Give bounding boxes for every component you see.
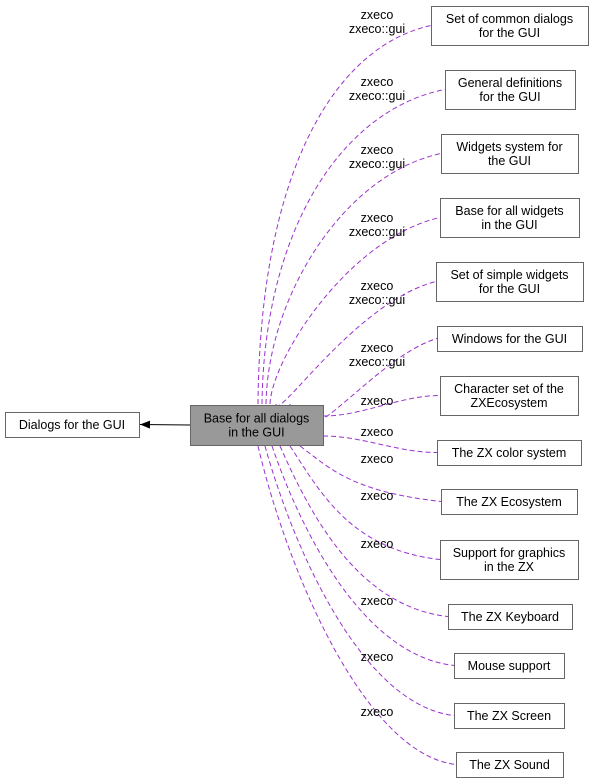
node-dialogs-for-the-gui-label-line: Dialogs for the GUI <box>19 418 125 432</box>
edge-widgets-system-for-the-gui <box>265 153 442 405</box>
node-the-zx-keyboard-label-line: The ZX Keyboard <box>461 610 559 624</box>
edge-character-set-of-the-zxecosystem <box>322 395 441 417</box>
node-support-for-graphics-in-the-zx-label-line: Support for graphics <box>453 546 566 560</box>
node-widgets-system-for-the-gui-label-line: the GUI <box>488 154 531 168</box>
node-the-zx-screen[interactable]: The ZX Screen <box>454 703 565 729</box>
node-the-zx-screen-box[interactable] <box>454 703 565 729</box>
edge-namespace-label: zxeco::gui <box>349 355 405 369</box>
node-set-of-common-dialogs-for-the-gui-label-line: Set of common dialogs <box>446 12 573 26</box>
node-the-zx-sound[interactable]: The ZX Sound <box>456 752 564 778</box>
node-set-of-simple-widgets-for-the-gui-label-line: for the GUI <box>479 282 540 296</box>
node-windows-for-the-gui-box[interactable] <box>437 326 583 352</box>
edge-namespace-label: zxeco <box>361 537 394 551</box>
edge-general-definitions-for-the-gui <box>261 89 446 405</box>
node-windows-for-the-gui[interactable]: Windows for the GUI <box>437 326 583 352</box>
node-base-for-all-widgets-in-the-gui-label-line: Base for all widgets <box>455 204 563 218</box>
edge-namespace-label: zxeco <box>361 705 394 719</box>
node-character-set-of-the-zxecosystem-label-line: Character set of the <box>454 382 564 396</box>
node-widgets-system-for-the-gui-label-line: Widgets system for <box>456 140 562 154</box>
node-base-for-all-dialogs-label-line: Base for all dialogs <box>204 412 310 426</box>
edge-mouse-support <box>271 445 455 666</box>
node-the-zx-ecosystem[interactable]: The ZX Ecosystem <box>441 489 578 515</box>
edge-set-of-simple-widgets-for-the-gui <box>275 281 437 407</box>
edge-support-for-graphics-in-the-zx <box>289 445 441 560</box>
node-the-zx-color-system-box[interactable] <box>437 440 582 466</box>
node-the-zx-color-system-label-line: The ZX color system <box>452 446 567 460</box>
node-mouse-support-box[interactable] <box>454 653 565 679</box>
node-the-zx-color-system[interactable]: The ZX color system <box>437 440 582 466</box>
node-windows-for-the-gui-label-line: Windows for the GUI <box>452 332 567 346</box>
node-the-zx-sound-label-line: The ZX Sound <box>469 758 550 772</box>
edge-namespace-label: zxeco::gui <box>349 89 405 103</box>
node-mouse-support-label-line: Mouse support <box>468 659 551 673</box>
node-general-definitions-for-the-gui-label-line: for the GUI <box>479 90 540 104</box>
node-general-definitions-for-the-gui-box[interactable] <box>445 70 576 110</box>
edge-base-for-all-widgets-in-the-gui <box>269 217 441 405</box>
edge-namespace-label: zxeco <box>361 489 394 503</box>
node-widgets-system-for-the-gui-box[interactable] <box>441 134 579 174</box>
edge-namespace-label: zxeco::gui <box>349 225 405 239</box>
node-the-zx-keyboard[interactable]: The ZX Keyboard <box>448 604 573 630</box>
node-dialogs-for-the-gui-box[interactable] <box>5 412 140 438</box>
node-base-for-all-dialogs-box[interactable] <box>190 405 324 446</box>
node-dialogs-for-the-gui[interactable]: Dialogs for the GUI <box>5 412 140 438</box>
parent-edge <box>139 420 191 429</box>
edge-namespace-label: zxeco <box>361 279 394 293</box>
edge-the-zx-color-system <box>322 435 438 453</box>
edge-namespace-label: zxeco::gui <box>349 157 405 171</box>
edge-the-zx-keyboard <box>279 445 449 617</box>
node-the-zx-ecosystem-label-line: The ZX Ecosystem <box>456 495 562 509</box>
edge-namespace-label: zxeco <box>361 650 394 664</box>
edge-the-zx-sound <box>257 445 457 765</box>
edge-namespace-label: zxeco::gui <box>349 293 405 307</box>
edge-namespace-label: zxeco <box>361 425 394 439</box>
edge-namespace-label: zxeco <box>361 341 394 355</box>
node-character-set-of-the-zxecosystem-label-line: ZXEcosystem <box>470 396 547 410</box>
node-the-zx-screen-label-line: The ZX Screen <box>467 709 551 723</box>
edge-namespace-label: zxeco <box>361 143 394 157</box>
node-the-zx-keyboard-box[interactable] <box>448 604 573 630</box>
edge-the-zx-screen <box>264 445 455 716</box>
edge-the-zx-ecosystem <box>299 445 442 502</box>
edge-namespace-label: zxeco <box>361 452 394 466</box>
node-base-for-all-dialogs-label-line: in the GUI <box>228 426 284 440</box>
edge-namespace-label: zxeco <box>361 211 394 225</box>
edge-namespace-label: zxeco <box>361 394 394 408</box>
node-mouse-support[interactable]: Mouse support <box>454 653 565 679</box>
node-set-of-simple-widgets-for-the-gui-box[interactable] <box>436 262 584 302</box>
edge-namespace-label: zxeco <box>361 594 394 608</box>
node-set-of-common-dialogs-for-the-gui-label-line: for the GUI <box>479 26 540 40</box>
edge-set-of-common-dialogs-for-the-gui <box>257 25 432 405</box>
node-set-of-common-dialogs-for-the-gui-box[interactable] <box>431 6 589 46</box>
node-support-for-graphics-in-the-zx-label-line: in the ZX <box>484 560 535 574</box>
edge-namespace-label: zxeco::gui <box>349 22 405 36</box>
member-edges: zxecozxeco::guizxecozxeco::guizxecozxeco… <box>139 8 457 765</box>
node-character-set-of-the-zxecosystem-box[interactable] <box>440 376 579 416</box>
node-base-for-all-widgets-in-the-gui-box[interactable] <box>440 198 580 238</box>
node-the-zx-ecosystem-box[interactable] <box>441 489 578 515</box>
node-general-definitions-for-the-gui-label-line: General definitions <box>458 76 562 90</box>
edge-namespace-label: zxeco <box>361 75 394 89</box>
node-base-for-all-widgets-in-the-gui-label-line: in the GUI <box>481 218 537 232</box>
node-the-zx-sound-box[interactable] <box>456 752 564 778</box>
edge-namespace-label: zxeco <box>361 8 394 22</box>
node-support-for-graphics-in-the-zx-box[interactable] <box>440 540 579 580</box>
node-set-of-simple-widgets-for-the-gui-label-line: Set of simple widgets <box>450 268 568 282</box>
